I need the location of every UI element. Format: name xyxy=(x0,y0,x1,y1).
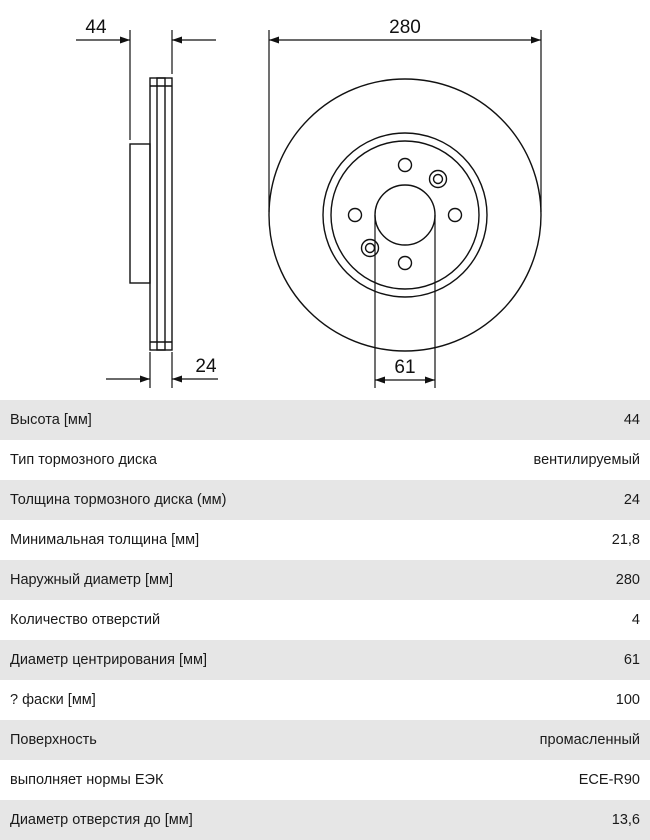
spec-value: 24 xyxy=(623,492,640,508)
spec-row-height: Высота [мм] 44 xyxy=(0,400,650,440)
spec-row-hole-diameter: Диаметр отверстия до [мм] 13,6 xyxy=(0,800,650,840)
bolt-hole xyxy=(447,207,463,223)
spec-label: Высота [мм] xyxy=(10,412,92,428)
spec-row-min-thickness: Минимальная толщина [мм] 21,8 xyxy=(0,520,650,560)
bolt-hole xyxy=(397,255,413,271)
technical-drawing: 44 24 xyxy=(76,17,542,388)
spec-label: Диаметр отверстия до [мм] xyxy=(10,812,193,828)
screw-hole-inner xyxy=(364,242,376,254)
spec-label: Диаметр центрирования [мм] xyxy=(10,652,208,668)
spec-row-hole-count: Количество отверстий 4 xyxy=(0,600,650,640)
spec-value: 21,8 xyxy=(611,532,640,548)
side-view xyxy=(129,77,173,351)
bolt-hole xyxy=(347,207,363,223)
spec-row-outer-diameter: Наружный диаметр [мм] 280 xyxy=(0,560,650,600)
vent-channel xyxy=(156,77,166,351)
bolt-hole xyxy=(397,157,413,173)
spec-row-standard: выполняет нормы ЕЭК ECE-R90 xyxy=(0,760,650,800)
spec-value: ECE-R90 xyxy=(578,772,640,788)
dim-centering-label: 61 xyxy=(394,357,415,378)
screw-hole-outer xyxy=(428,169,448,189)
spec-value: 280 xyxy=(615,572,640,588)
thickness-dimension xyxy=(106,352,218,388)
outer-rim xyxy=(268,78,542,352)
spec-value: 100 xyxy=(615,692,640,708)
spec-row-disc-type: Тип тормозного диска вентилируемый xyxy=(0,440,650,480)
spec-row-surface: Поверхность промасленный xyxy=(0,720,650,760)
spec-row-chamfer: ? фаски [мм] 100 xyxy=(0,680,650,720)
front-view xyxy=(268,78,542,352)
rotor-profile xyxy=(149,77,173,351)
dim-height-label: 44 xyxy=(85,17,107,38)
height-dimension xyxy=(76,30,216,140)
spec-label: Толщина тормозного диска (мм) xyxy=(10,492,227,508)
dim-thickness-label: 24 xyxy=(195,356,217,377)
centering-dimension xyxy=(374,215,436,388)
brake-disc-drawing: 44 24 xyxy=(0,0,650,400)
hat-inner xyxy=(330,140,480,290)
outer-diameter-dimension xyxy=(268,30,542,212)
spec-value: 44 xyxy=(623,412,640,428)
screw-hole-outer xyxy=(360,238,380,258)
spec-value: 4 xyxy=(631,612,640,628)
spec-label: Наружный диаметр [мм] xyxy=(10,572,174,588)
spec-label: Количество отверстий xyxy=(10,612,161,628)
spec-row-centering-diameter: Диаметр центрирования [мм] 61 xyxy=(0,640,650,680)
spec-label: выполняет нормы ЕЭК xyxy=(10,772,164,788)
hat-flange xyxy=(129,143,151,284)
hat-outer xyxy=(322,132,488,298)
spec-table: Высота [мм] 44 Тип тормозного диска вент… xyxy=(0,400,650,840)
spec-label: Минимальная толщина [мм] xyxy=(10,532,200,548)
dim-outer-diameter-label: 280 xyxy=(389,17,421,38)
spec-label: Тип тормозного диска xyxy=(10,452,157,468)
spec-value: 61 xyxy=(623,652,640,668)
screw-hole-inner xyxy=(432,173,444,185)
spec-value: 13,6 xyxy=(611,812,640,828)
spec-row-thickness: Толщина тормозного диска (мм) 24 xyxy=(0,480,650,520)
spec-label: Поверхность xyxy=(10,732,97,748)
spec-value: вентилируемый xyxy=(533,452,640,468)
spec-label: ? фаски [мм] xyxy=(10,692,96,708)
center-bore xyxy=(374,184,436,246)
spec-value: промасленный xyxy=(539,732,640,748)
